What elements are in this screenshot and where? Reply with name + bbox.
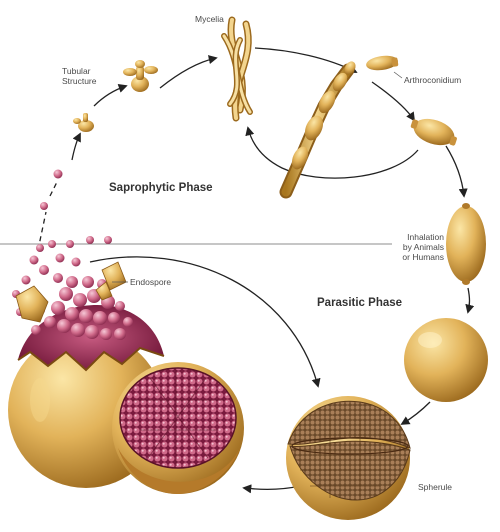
arrow-small-tubular — [93, 83, 128, 107]
endospore-label: Endospore — [130, 277, 172, 287]
mycelia-strands — [221, 16, 253, 122]
inhaled-arthroconidium — [446, 203, 486, 285]
inhalation-label: Inhalation by Animals or Humans — [384, 232, 444, 262]
arrow-tubular-to-mycelia — [159, 55, 218, 89]
arrow-mycelia-to-hyphae — [254, 47, 358, 73]
spherule-cross-section — [286, 396, 411, 520]
young-spherule — [404, 318, 488, 402]
dashed-spore-arrow — [37, 179, 59, 251]
spherule-label: Spherule — [418, 482, 453, 492]
arrow-spores-to-tubular — [71, 132, 81, 161]
shell-fragments — [15, 261, 127, 323]
inhalation-label-line-1: Inhalation — [407, 232, 444, 242]
parasitic-phase-label: Parasitic Phase — [317, 297, 403, 309]
tubular-structure-small — [73, 113, 94, 132]
arthroconidium-label: Arthroconidium — [404, 75, 462, 85]
arrow-to-ruptured-spherule — [242, 484, 301, 494]
tubular-structure-label: Tubular Structure — [62, 66, 97, 86]
arthroconidium-leader-line — [393, 71, 403, 79]
inhalation-label-line-2: by Animals — [402, 242, 444, 252]
half-spherule-endospores — [112, 362, 244, 494]
inhalation-label-line-3: or Humans — [402, 252, 444, 262]
tubular-label-line-1: Tubular — [62, 66, 91, 76]
tubular-structure-large — [123, 60, 158, 92]
arthroconidium-top — [366, 55, 399, 71]
arrow-to-arthroconidium-2 — [371, 81, 416, 122]
segmented-hypha — [279, 61, 356, 199]
mycelia-label: Mycelia — [195, 14, 224, 24]
cycle-arrows — [71, 47, 475, 494]
arrow-to-spherule — [400, 401, 431, 425]
saprophytic-phase-label: Saprophytic Phase — [109, 182, 213, 194]
arthroconidium-middle — [410, 118, 457, 146]
arrow-to-inhaled-spore — [445, 145, 468, 198]
arrow-to-spherule-young — [465, 287, 475, 314]
released-endospores-rising — [40, 169, 63, 210]
arrow-endospore-to-spherule — [89, 256, 321, 388]
arrow-hyphae-back — [245, 126, 419, 179]
tubular-label-line-2: Structure — [62, 76, 97, 86]
